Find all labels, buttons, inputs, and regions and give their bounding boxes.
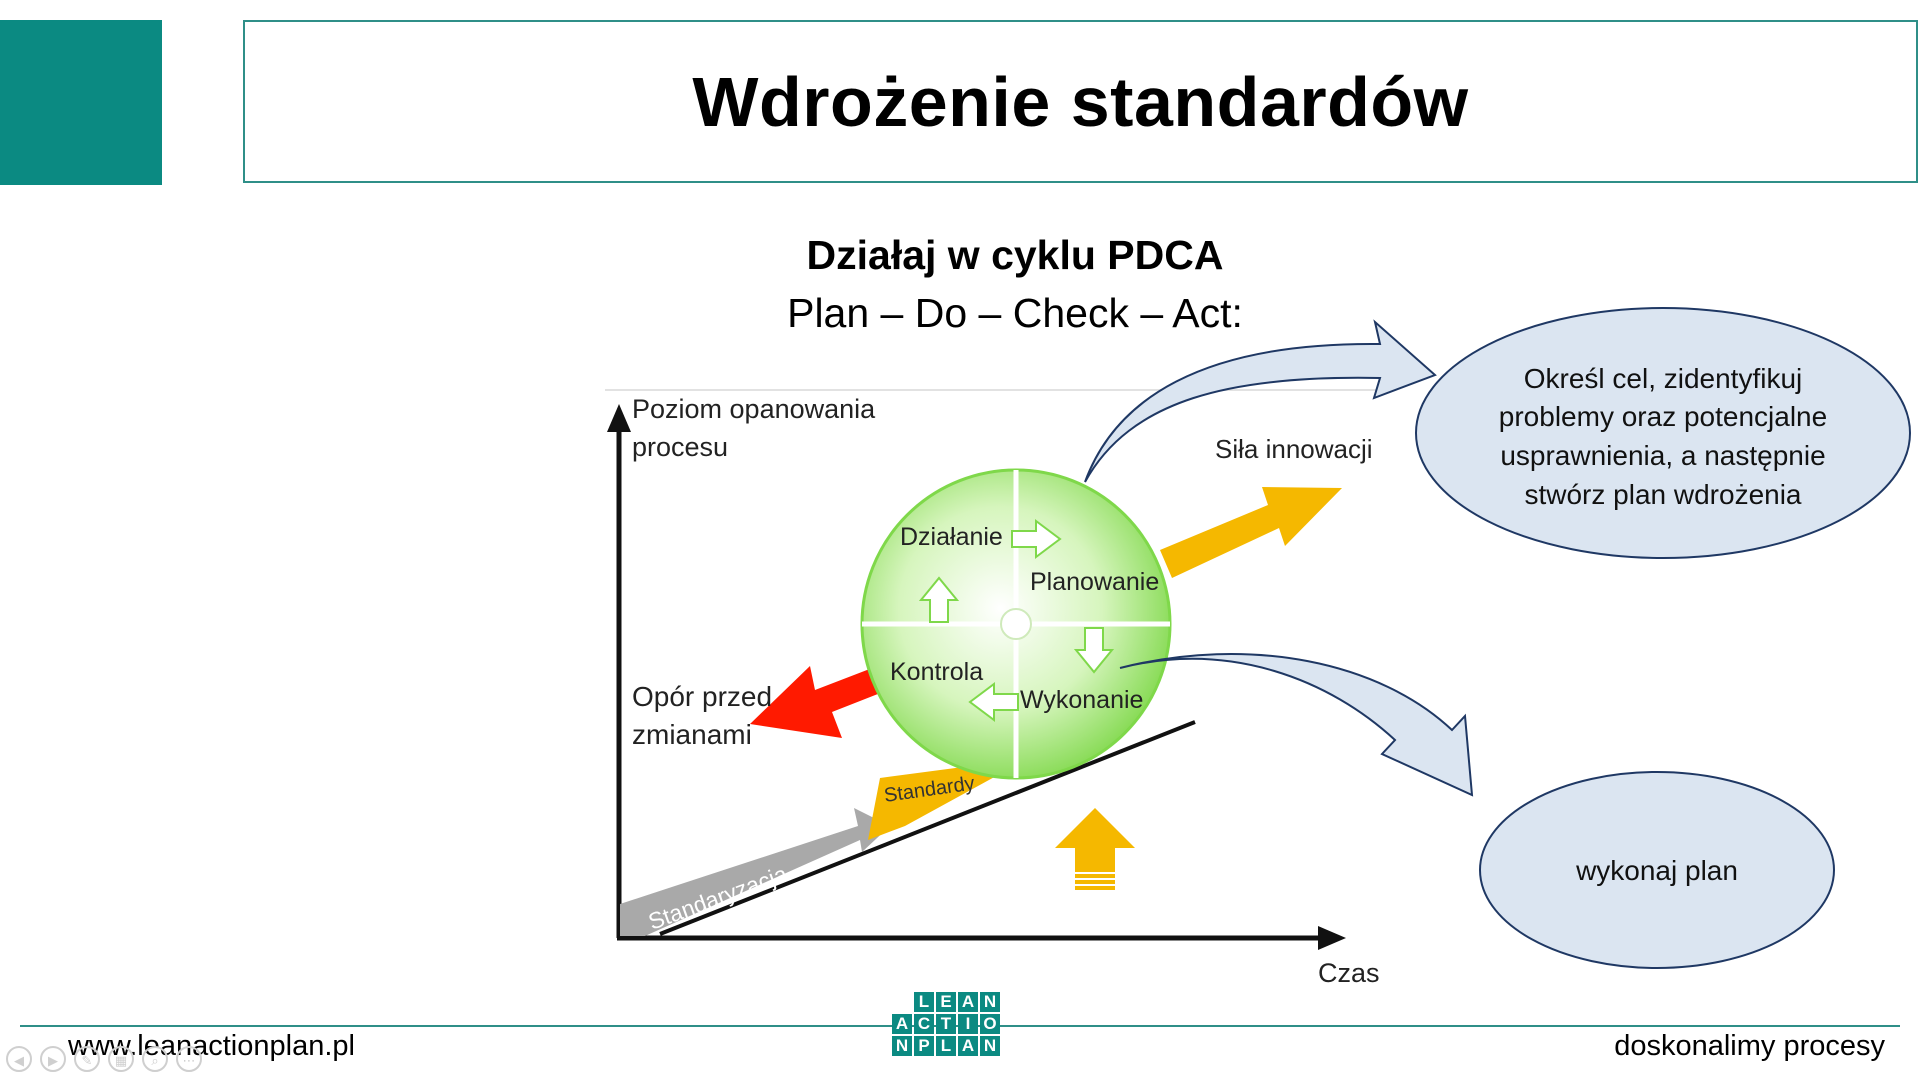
callout-plan-line1: Określ cel, zidentyfikuj <box>1524 363 1803 394</box>
next-slide-icon[interactable]: ▶ <box>40 1046 66 1072</box>
y-axis-label-line1: Poziom opanowania <box>632 394 876 424</box>
logo-letter: N <box>980 1036 1000 1056</box>
footer-slogan: doskonalimy procesy <box>1614 1030 1885 1062</box>
callout-do-ellipse <box>1479 771 1835 969</box>
logo-letter: P <box>914 1036 934 1056</box>
previous-slide-icon[interactable]: ◀ <box>6 1046 32 1072</box>
more-options-icon[interactable]: ⋯ <box>176 1046 202 1072</box>
innovation-label: Siła innowacji <box>1215 434 1373 464</box>
y-axis-label-line2: procesu <box>632 432 728 462</box>
logo-letter: T <box>936 1014 956 1034</box>
logo-letter: N <box>892 1036 912 1056</box>
brand-color-block <box>0 20 162 185</box>
innovation-arrow <box>1160 487 1342 578</box>
logo-letter: L <box>914 992 934 1012</box>
pdca-subheading: Plan – Do – Check – Act: <box>787 290 1243 336</box>
support-arrow-bar-3 <box>1075 886 1115 890</box>
callout-arrow-do <box>1119 652 1474 797</box>
pdca-heading: Działaj w cyklu PDCA <box>806 232 1224 278</box>
logo-letter: E <box>936 992 956 1012</box>
callout-plan-line3: usprawnienia, a następnie <box>1500 440 1825 471</box>
callout-plan-line4: stwórz plan wdrożenia <box>1524 479 1801 510</box>
cycle-arrow-plan-to-do <box>1073 627 1115 674</box>
lean-action-plan-logo: L E A N A C T I O N P L A N <box>892 992 1000 1056</box>
quadrant-check-label: Kontrola <box>890 658 983 686</box>
logo-letter: L <box>936 1036 956 1056</box>
quadrant-do-label: Wykonanie <box>1020 686 1143 714</box>
circle-center <box>1000 608 1032 640</box>
title-box: Wdrożenie standardów <box>243 20 1918 183</box>
callout-do-text: wykonaj plan <box>1575 855 1738 886</box>
cycle-arrow-check-to-act <box>918 576 960 623</box>
logo-letter: A <box>892 1014 912 1034</box>
x-axis-arrowhead <box>1318 926 1346 950</box>
page-title: Wdrożenie standardów <box>692 62 1469 141</box>
logo-spacer <box>892 992 912 1012</box>
logo-letter: C <box>914 1014 934 1034</box>
logo-letter: A <box>958 992 978 1012</box>
support-arrow <box>1055 808 1135 872</box>
logo-letter: I <box>958 1014 978 1034</box>
support-arrow-bar-1 <box>1075 874 1115 878</box>
resistance-arrow <box>750 665 888 738</box>
logo-letter: N <box>980 992 1000 1012</box>
slope-line <box>659 720 1196 936</box>
support-arrow-bar-2 <box>1075 880 1115 884</box>
logo-letter: A <box>958 1036 978 1056</box>
resistance-label-line2: zmianami <box>632 719 752 750</box>
pen-icon[interactable]: ✎ <box>74 1046 100 1072</box>
logo-letter: O <box>980 1014 1000 1034</box>
standardization-arrow <box>620 808 890 936</box>
cycle-arrow-do-to-check <box>968 682 1019 722</box>
quadrant-act-label: Działanie <box>900 523 1003 551</box>
slides-grid-icon[interactable]: ▦ <box>108 1046 134 1072</box>
y-axis-arrowhead <box>607 404 631 432</box>
resistance-label-line1: Opór przed <box>632 681 772 712</box>
callout-plan-ellipse <box>1415 307 1911 559</box>
slideshow-controls[interactable]: ◀ ▶ ✎ ▦ ⌕ ⋯ <box>6 1046 202 1072</box>
x-axis-label: Czas <box>1318 958 1380 988</box>
cycle-arrow-act-to-plan <box>1011 519 1062 559</box>
quadrant-plan-label: Planowanie <box>1030 568 1159 596</box>
zoom-icon[interactable]: ⌕ <box>142 1046 168 1072</box>
callout-plan-line2: problemy oraz potencjalne <box>1499 401 1827 432</box>
callout-arrow-plan <box>1084 319 1437 483</box>
